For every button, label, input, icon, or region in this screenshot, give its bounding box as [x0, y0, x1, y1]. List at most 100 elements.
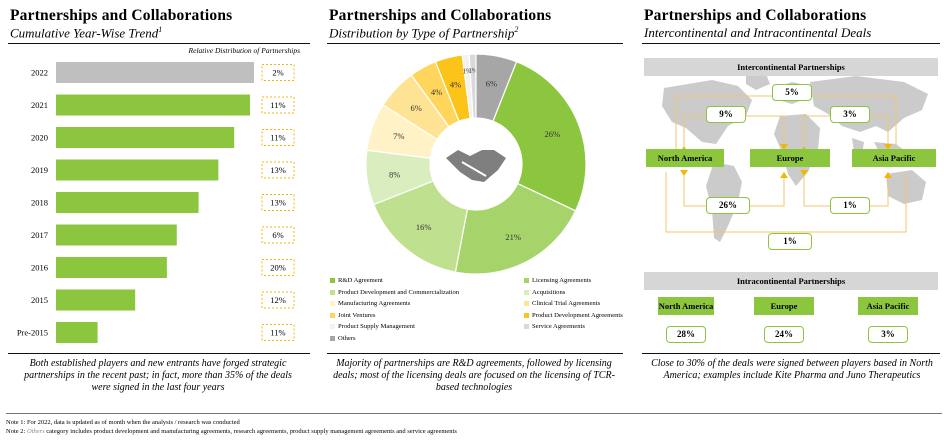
arrow-down-icon	[780, 144, 788, 150]
legend-swatch	[330, 278, 335, 283]
share-label: 20%	[270, 263, 286, 273]
arrow-up-icon	[884, 172, 892, 178]
bar	[56, 127, 235, 148]
category-label: 2016	[31, 263, 48, 273]
arrow-down-icon	[680, 170, 688, 176]
share-label-box	[261, 259, 295, 276]
category-label: 2022	[31, 68, 48, 78]
slice-label: 26%	[544, 129, 560, 139]
intra-share-north-america: 28%	[666, 326, 706, 343]
intra-region-asia-pacific: Asia Pacific	[858, 297, 918, 315]
bar	[56, 192, 199, 213]
deal-share-eu-ap: 3%	[830, 106, 870, 123]
intra-share-asia-pacific: 3%	[868, 326, 908, 343]
intra-share-europe: 24%	[764, 326, 804, 343]
panel-title: Partnerships and Collaborations	[329, 7, 552, 24]
category-label: 2017	[31, 230, 48, 240]
panel-caption: Both established players and new entrant…	[24, 358, 292, 393]
slice-label: 16%	[416, 222, 432, 232]
arrow-down-icon	[884, 144, 892, 150]
notes-divider	[6, 413, 942, 414]
bar	[56, 159, 219, 181]
relative-distribution-label: Relative Distribution of Partnerships	[188, 46, 301, 55]
share-label-box	[261, 129, 295, 146]
slice-label: 6%	[486, 78, 497, 88]
slice-label: 6%	[411, 103, 422, 113]
category-label: 2015	[31, 295, 48, 305]
deal-share-top: 5%	[772, 84, 812, 101]
donut-slice	[492, 60, 587, 212]
region-europe: Europe	[750, 149, 830, 167]
title-divider	[327, 43, 623, 44]
legend-swatch	[330, 312, 335, 318]
panel-caption: Majority of partnerships are R&D agreeme…	[333, 358, 615, 393]
intra-region-europe: Europe	[754, 297, 814, 315]
share-label-box	[261, 226, 295, 244]
bar	[56, 257, 167, 278]
deal-share-na-eu: 9%	[706, 106, 746, 123]
slice-label: 7%	[393, 131, 404, 141]
legend-item: Product Development and Commercializatio…	[330, 289, 459, 296]
share-label: 2%	[272, 68, 283, 78]
share-label: 11%	[270, 100, 285, 110]
slice-label: 8%	[389, 169, 400, 179]
deal-share-na-ap: 1%	[768, 233, 812, 250]
share-label: 11%	[270, 133, 285, 143]
share-label-box	[261, 291, 295, 309]
share-label-box	[261, 194, 295, 211]
year-wise-bar-chart: Relative Distribution of Partnerships 20…	[17, 46, 301, 343]
share-label-box	[261, 64, 295, 81]
inter-intra-continental-panel: Partnerships and Collaborations Intercon…	[636, 0, 944, 405]
share-label-box	[261, 96, 295, 114]
panel-subtitle: Distribution by Type of Partnership2	[329, 25, 519, 41]
panel-subtitle: Cumulative Year-Wise Trend1	[10, 25, 163, 41]
legend-swatch	[524, 324, 529, 329]
share-label-box	[261, 324, 295, 341]
footnotes: Note 1: For 2022, data is updated as of …	[6, 418, 457, 436]
intra-region-north-america: North America	[658, 297, 714, 315]
legend-label: Product Development Agreements	[532, 311, 623, 319]
share-label-box	[261, 161, 295, 179]
footnote-1: Note 1: For 2022, data is updated as of …	[6, 419, 240, 426]
share-label: 13%	[270, 165, 286, 175]
legend-label: Others	[338, 334, 356, 342]
panel-subtitle: Intercontinental and Intracontinental De…	[644, 25, 872, 40]
category-label: 2020	[31, 133, 48, 143]
donut-slice	[454, 182, 577, 275]
legend-swatch	[330, 324, 335, 329]
share-label: 6%	[272, 230, 283, 240]
legend-label: Clinical Trial Agreements	[532, 300, 601, 307]
title-divider	[8, 43, 310, 44]
caption-divider	[327, 353, 623, 354]
region-north-america: North America	[646, 149, 724, 167]
legend-swatch	[524, 278, 529, 283]
panel-title: Partnerships and Collaborations	[10, 7, 233, 24]
share-label: 12%	[270, 295, 286, 305]
intracontinental-header: Intracontinental Partnerships	[644, 272, 938, 290]
legend-label: Joint Ventures	[338, 311, 376, 319]
legend-item: Licensing Agreements	[524, 277, 591, 284]
intercontinental-header: Intercontinental Partnerships	[644, 58, 938, 76]
legend-label: Acquisitions	[532, 288, 566, 296]
legend-label: Service Agreements	[532, 323, 585, 330]
legend-label: Product Supply Management	[338, 323, 415, 330]
legend-swatch	[330, 301, 335, 306]
deal-share-na-eu-lower: 26%	[706, 197, 750, 214]
handshake-icon	[446, 150, 506, 182]
legend-swatch	[524, 312, 529, 318]
year-wise-trend-panel: Partnerships and Collaborations Cumulati…	[0, 0, 312, 405]
caption-divider	[642, 353, 940, 354]
panel-caption: Close to 30% of the deals were signed be…	[651, 358, 933, 381]
bar	[56, 322, 98, 343]
bar	[56, 94, 251, 116]
legend-swatch	[330, 289, 335, 295]
legend-item: Clinical Trial Agreements	[524, 300, 600, 307]
partnership-type-donut-chart: 26%21%16%8%7%6%4%4%1%1%6%	[365, 53, 587, 275]
category-label: 2019	[31, 165, 48, 175]
bar	[56, 62, 254, 83]
legend-item: Product Supply Management	[330, 323, 415, 330]
legend-swatch	[330, 335, 335, 341]
legend-label: Product Development and Commercializatio…	[338, 288, 460, 296]
region-asia-pacific: Asia Pacific	[852, 149, 936, 167]
legend-swatch	[524, 301, 529, 306]
